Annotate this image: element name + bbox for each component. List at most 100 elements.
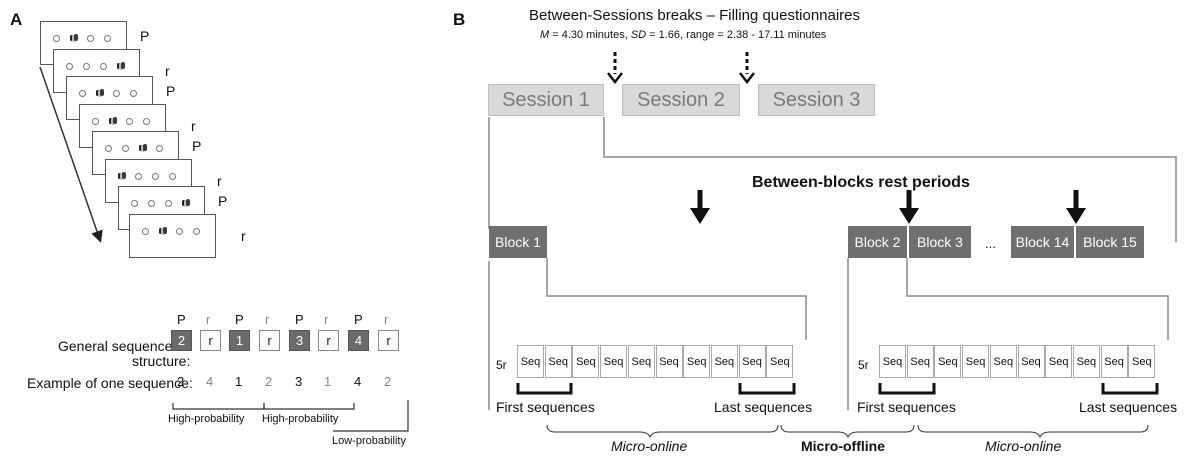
structure-label-line2: structure: [132, 353, 191, 369]
dog-stimulus-icon [96, 89, 104, 97]
stat-m-value: = 4.30 minutes, [549, 29, 631, 41]
trial-type-label: P [295, 312, 304, 327]
seq-cell: Seq [600, 345, 628, 378]
row-prefix-left: 5r [496, 358, 507, 372]
empty-circle-icon [105, 145, 112, 152]
pattern-box: 4 [348, 330, 369, 351]
seq-cell: Seq [1100, 345, 1128, 378]
micro-offline: Micro-offline [801, 438, 885, 454]
trial-type-label: r [206, 312, 211, 327]
empty-circle-icon [113, 90, 120, 97]
rest-arrows [690, 190, 1086, 224]
seq-cell: Seq [1017, 345, 1045, 378]
time-arrow [39, 66, 103, 243]
screen-trial-label: P [166, 83, 176, 99]
session-1-box: Session 1 [488, 84, 604, 116]
random-box: r [318, 330, 339, 351]
breaks-title: Between-Sessions breaks – Filling questi… [529, 7, 861, 24]
empty-circle-icon [142, 228, 149, 235]
structure-label-line1: General sequence [58, 338, 173, 354]
empty-circle-icon [143, 118, 150, 125]
seq-cell: Seq [906, 345, 934, 378]
blocks-ellipsis: ... [985, 236, 996, 251]
trial-type-label: r [384, 312, 389, 327]
stat-rest: = 1.66, range = 2.38 - 17.11 minutes [646, 29, 827, 41]
screen-trial-label: P [192, 138, 202, 154]
seq-cell: Seq [738, 345, 766, 378]
example-label: Example of one sequence: [27, 375, 193, 391]
breaks-stats: M = 4.30 minutes, SD = 1.66, range = 2.3… [540, 29, 826, 41]
example-value: 2 [265, 374, 273, 389]
seq-cell: Seq [1128, 345, 1156, 378]
stat-sd: SD [630, 29, 647, 41]
rest-periods-title: Between-blocks rest periods [752, 174, 970, 191]
seq-cell: Seq [627, 345, 655, 378]
seq-cell: Seq [766, 345, 794, 378]
row-prefix-right: 5r [858, 358, 869, 372]
empty-circle-icon [131, 200, 138, 207]
high-probability-label-2: High-probability [262, 413, 339, 425]
random-box: r [378, 330, 399, 351]
empty-circle-icon [176, 228, 183, 235]
example-value: 1 [324, 374, 332, 389]
dog-stimulus-icon [159, 227, 167, 235]
trial-type-label: r [324, 312, 329, 327]
last-sequences-left: Last sequences [714, 399, 813, 415]
screen-trial-label: r [217, 173, 222, 189]
trial-type-label: P [354, 312, 363, 327]
empty-circle-icon [104, 35, 111, 42]
block-3-box: Block 3 [909, 226, 971, 258]
seq-cell: Seq [544, 345, 572, 378]
example-value: 3 [295, 374, 303, 389]
seq-cell: Seq [517, 345, 544, 378]
screen-trial-label: r [165, 63, 170, 79]
screen-trial-label: P [140, 28, 150, 44]
trial-type-label: r [265, 312, 270, 327]
seq-cell: Seq [1045, 345, 1073, 378]
pattern-box: 2 [171, 330, 192, 351]
random-box: r [200, 330, 221, 351]
empty-circle-icon [126, 118, 133, 125]
block-14-box: Block 14 [1011, 226, 1074, 258]
dog-stimulus-icon [109, 117, 117, 125]
seq-cell: Seq [683, 345, 711, 378]
empty-circle-icon [169, 173, 176, 180]
stat-m: M [540, 29, 550, 41]
seq-cell: Seq [879, 345, 906, 378]
empty-circle-icon [148, 200, 155, 207]
micro-online-right: Micro-online [985, 438, 1062, 454]
last-sequences-right: Last sequences [1079, 399, 1178, 415]
screen-trial-label: r [241, 228, 246, 244]
seq-cell: Seq [989, 345, 1017, 378]
empty-circle-icon [83, 63, 90, 70]
trial-type-label: P [235, 312, 244, 327]
dog-stimulus-icon [118, 172, 126, 180]
empty-circle-icon [100, 63, 107, 70]
empty-circle-icon [152, 173, 159, 180]
empty-circle-icon [53, 35, 60, 42]
first-sequences-left: First sequences [496, 399, 595, 415]
pattern-box: 3 [289, 330, 310, 351]
low-probability-label: Low-probability [332, 435, 406, 447]
example-value: 2 [384, 374, 392, 389]
empty-circle-icon [130, 90, 137, 97]
empty-circle-icon [122, 145, 129, 152]
stimulus-screen [129, 214, 216, 258]
example-value: 4 [354, 374, 362, 389]
seq-cell: Seq [655, 345, 683, 378]
session-3-box: Session 3 [758, 84, 875, 116]
panel-b-label: B [453, 10, 466, 29]
block-1-box: Block 1 [489, 226, 547, 258]
micro-online-left: Micro-online [611, 438, 688, 454]
panel-a-label: A [10, 10, 23, 29]
first-sequences-right: First sequences [857, 399, 956, 415]
dog-stimulus-icon [70, 34, 78, 42]
block-2-box: Block 2 [848, 226, 907, 258]
screen-trial-label: P [218, 193, 228, 209]
empty-circle-icon [135, 173, 142, 180]
empty-circle-icon [66, 63, 73, 70]
dog-stimulus-icon [182, 199, 190, 207]
session-2-box: Session 2 [622, 84, 740, 116]
seq-cell: Seq [1072, 345, 1100, 378]
